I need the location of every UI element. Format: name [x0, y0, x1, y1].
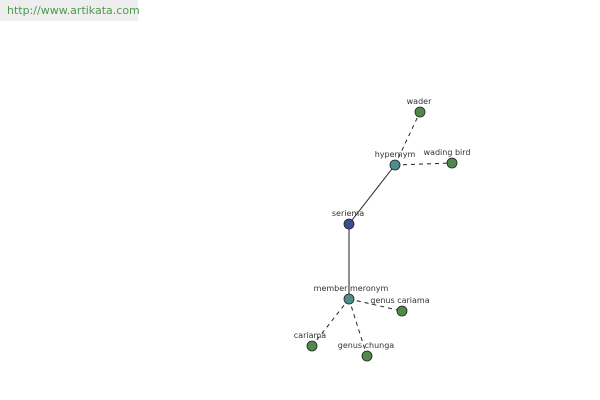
node-genus-cariama[interactable]: genus cariama [370, 296, 430, 317]
node-label-wading-bird: wading bird [424, 148, 471, 157]
node-dot-member-meronym[interactable] [343, 293, 355, 305]
node-label-genus-chunga: genus chunga [338, 341, 395, 350]
node-dot-seriema[interactable] [343, 218, 355, 230]
edge-seriema-hypernym [348, 164, 396, 225]
node-seriema[interactable]: seriema [332, 209, 364, 230]
node-cariama[interactable]: cariama [294, 331, 327, 352]
node-dot-wading-bird[interactable] [446, 157, 458, 169]
node-label-genus-cariama: genus cariama [370, 296, 429, 305]
node-dot-genus-chunga[interactable] [361, 350, 373, 362]
node-label-hypernym: hypernym [375, 150, 416, 159]
node-dot-hypernym[interactable] [389, 159, 401, 171]
node-label-cariama: cariama [294, 331, 327, 340]
graph-edges [311, 111, 453, 357]
edge-member-meronym-cariama [311, 298, 350, 347]
node-wading-bird[interactable]: wading bird [424, 148, 471, 169]
edge-hypernym-wader [394, 111, 421, 166]
node-wader[interactable]: wader [407, 97, 432, 118]
node-dot-wader[interactable] [414, 106, 426, 118]
node-member-meronym[interactable]: member meronym [314, 284, 389, 305]
edge-member-meronym-genus-chunga [348, 298, 368, 357]
node-dot-genus-cariama[interactable] [396, 305, 408, 317]
node-dot-cariama[interactable] [306, 340, 318, 352]
edge-member-meronym-genus-cariama [348, 298, 403, 312]
node-genus-chunga[interactable]: genus chunga [338, 341, 395, 362]
site-url-link[interactable]: http://www.artikata.com [0, 0, 140, 21]
graph-nodes: seriema hypernym member meronym wader wading… [294, 97, 471, 362]
node-label-wader: wader [407, 97, 432, 106]
node-hypernym[interactable]: hypernym [375, 150, 416, 171]
node-label-member-meronym: member meronym [314, 284, 389, 293]
node-label-seriema: seriema [332, 209, 364, 218]
edge-hypernym-wading-bird [394, 162, 453, 166]
